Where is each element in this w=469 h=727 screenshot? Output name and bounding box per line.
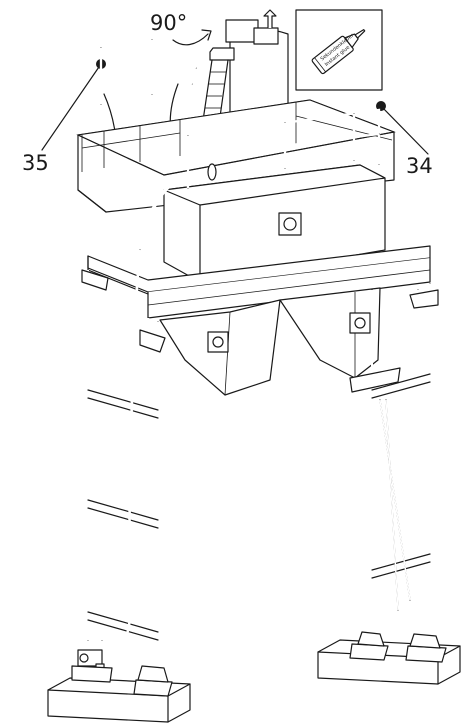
support-frame xyxy=(81,245,439,691)
footing-right xyxy=(317,631,461,685)
leader-line-34 xyxy=(376,101,429,155)
part-number-34: 34 xyxy=(406,154,433,178)
railing-part-35 xyxy=(99,38,197,105)
hopper-box xyxy=(163,164,386,283)
footing-left xyxy=(47,665,191,723)
railing-part-34 xyxy=(186,108,381,189)
angle-label: 90° xyxy=(150,11,187,35)
rotation-arrow-icon xyxy=(172,29,212,46)
discharge-pipe xyxy=(138,163,217,251)
part-number-35: 35 xyxy=(22,151,49,175)
glue-callout-box: Sekundenkleber Instant glue xyxy=(295,9,383,91)
